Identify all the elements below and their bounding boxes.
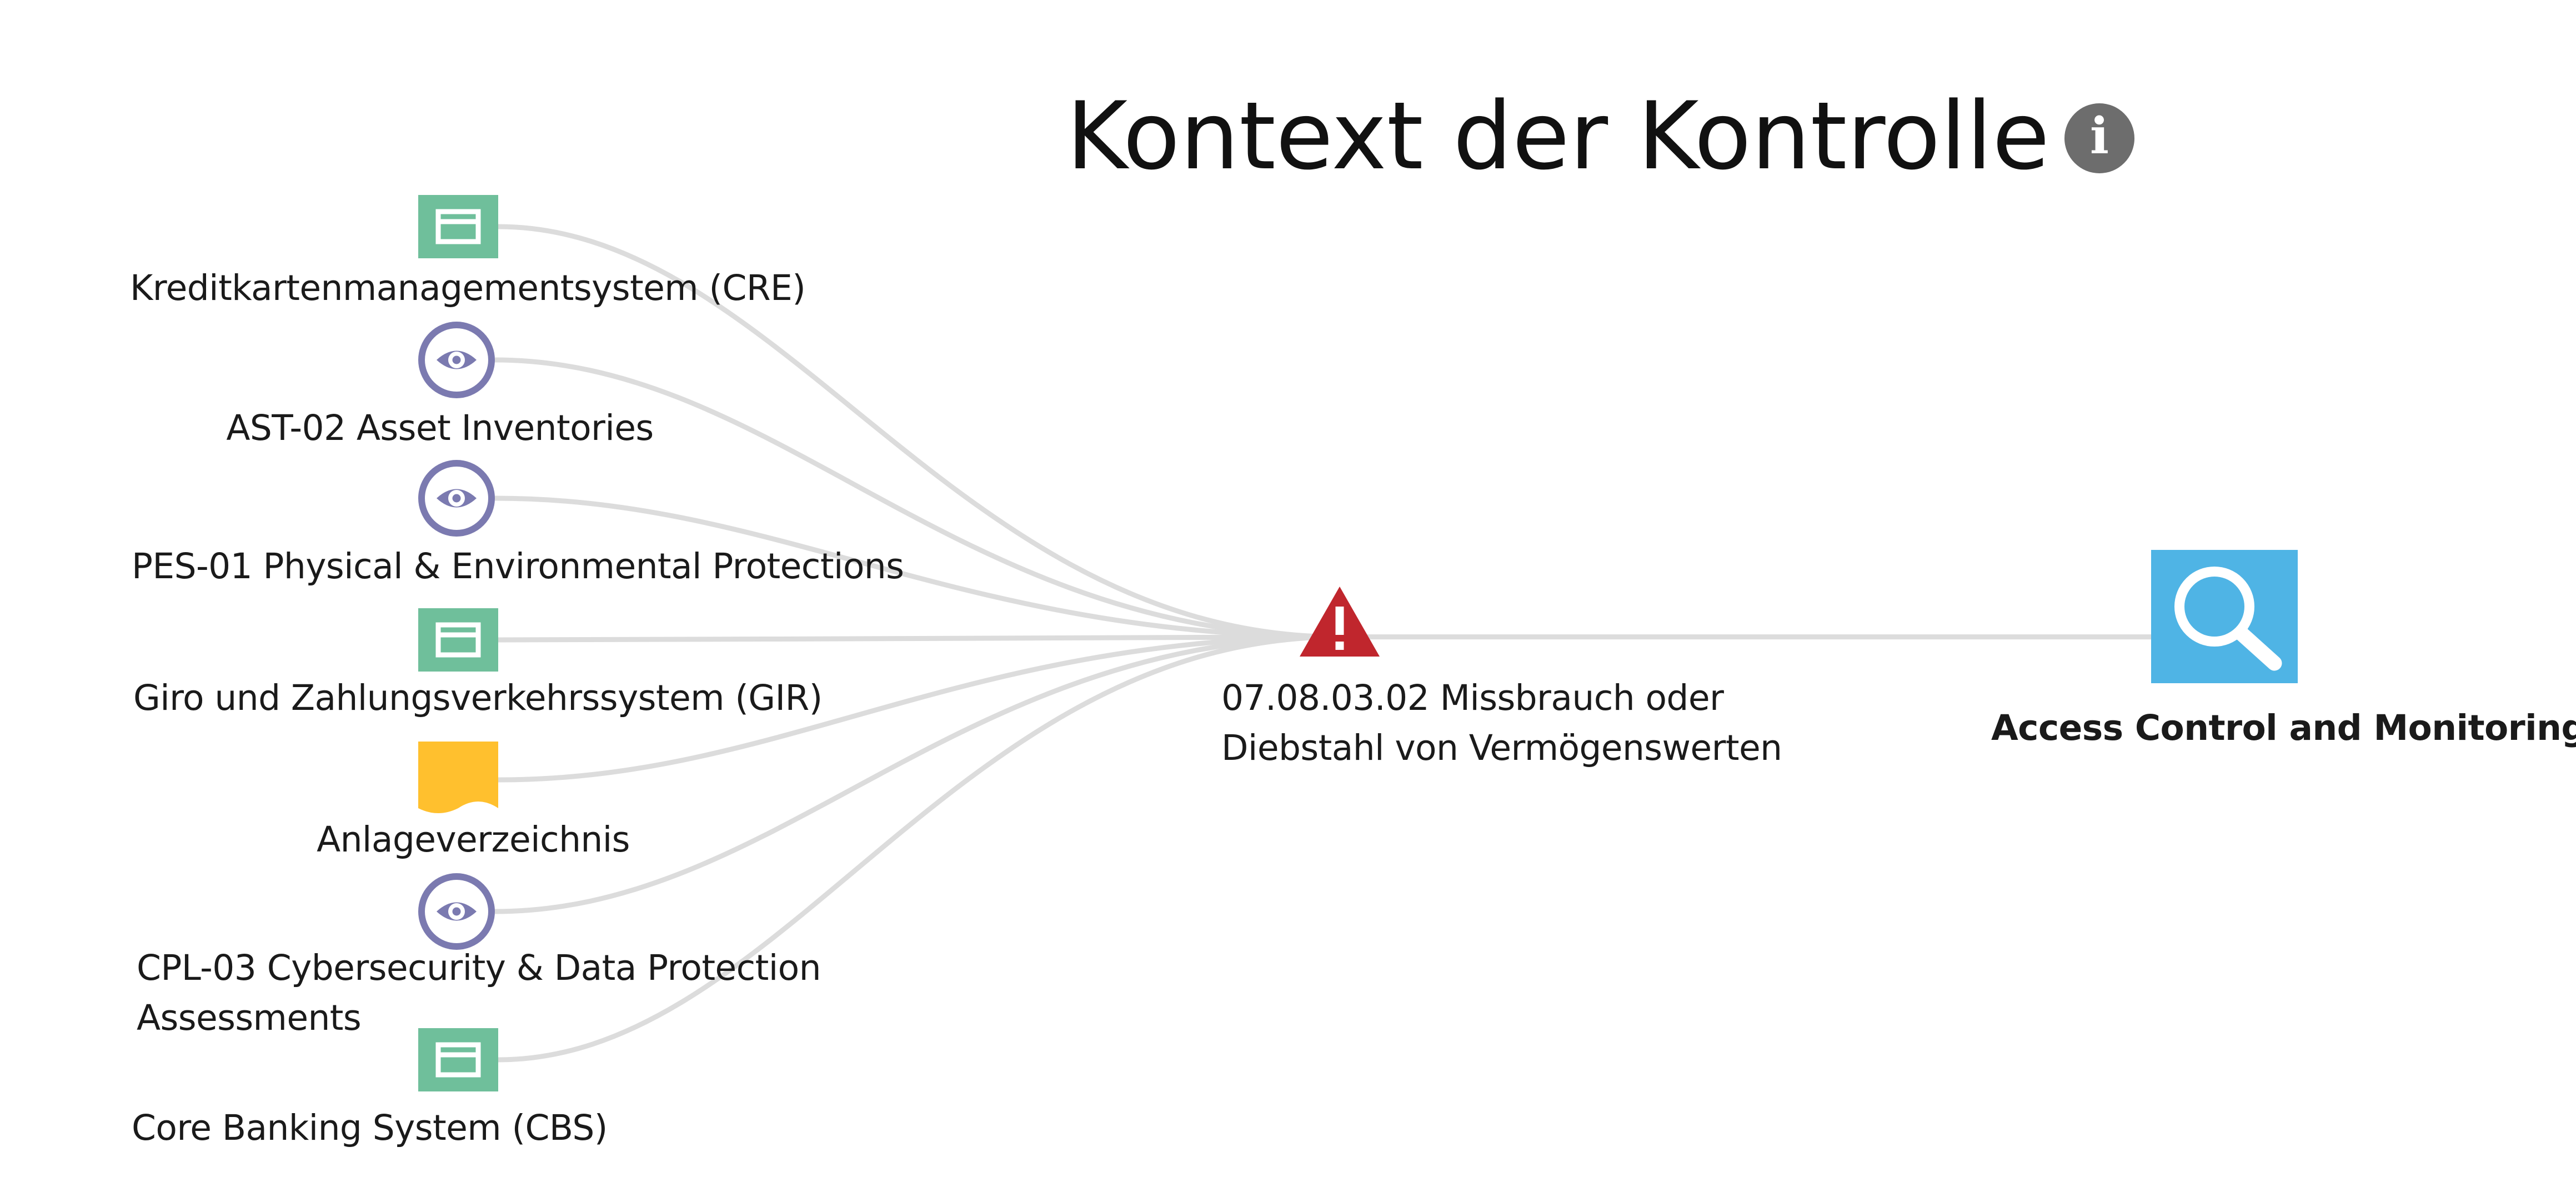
node-label-cbs: Core Banking System (CBS) [132, 1108, 608, 1148]
edge-pes01-to-risk [494, 495, 1340, 640]
edge-cpl03-to-risk [494, 634, 1340, 914]
node-label-cre: Kreditkartenmanagementsystem (CRE) [130, 268, 806, 308]
edge-cbs-to-risk [498, 634, 1340, 1063]
node-label-cpl03-line1: CPL-03 Cybersecurity & Data Protection [137, 948, 821, 988]
system-window-icon[interactable] [418, 195, 498, 258]
node-label-cpl03-line2: Assessments [137, 998, 362, 1038]
info-icon[interactable]: i [2064, 103, 2134, 173]
edge-gir-to-risk [498, 634, 1340, 643]
risk-label-line2: Diebstahl von Vermögenswerten [1221, 728, 1782, 768]
node-label-pes01: PES-01 Physical & Environmental Protecti… [132, 547, 904, 587]
system-window-icon[interactable] [418, 1028, 498, 1091]
risk-label-line1: 07.08.03.02 Missbrauch oder [1221, 678, 1724, 718]
eye-icon[interactable] [418, 873, 495, 950]
eye-icon[interactable] [418, 460, 495, 537]
document-icon[interactable] [418, 742, 498, 818]
node-label-anlage: Anlageverzeichnis [317, 820, 630, 860]
edge-ast02-to-risk [494, 357, 1340, 640]
node-label-gir: Giro und Zahlungsverkehrssystem (GIR) [133, 678, 823, 718]
magnifier-icon[interactable] [2151, 550, 2298, 683]
node-label-ast02: AST-02 Asset Inventories [226, 408, 654, 448]
eye-icon[interactable] [418, 322, 495, 398]
page-title: Kontext der Kontrolle [1066, 83, 2050, 192]
edge-anlage-to-risk [498, 634, 1340, 783]
edge-cre-to-risk [498, 224, 1340, 640]
process-label: Access Control and Monitoring [1991, 708, 2576, 748]
system-window-icon[interactable] [418, 608, 498, 672]
warning-triangle-icon[interactable] [1296, 583, 1383, 660]
